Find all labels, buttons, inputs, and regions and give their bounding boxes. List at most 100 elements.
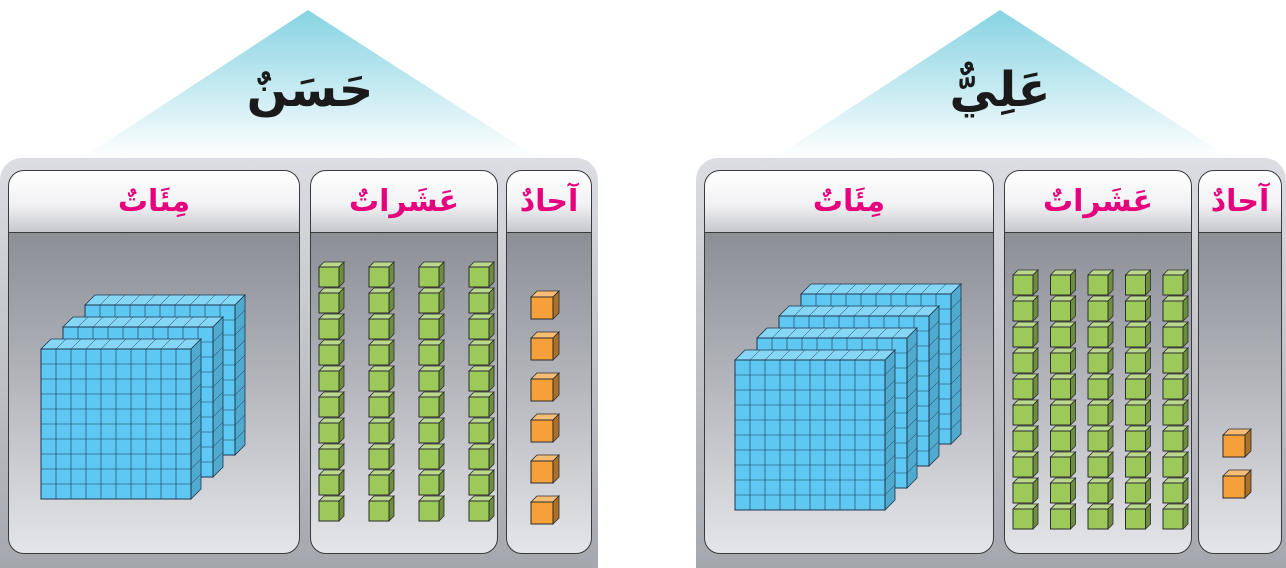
rod-unit xyxy=(369,366,394,391)
one-cube xyxy=(531,332,559,360)
rod-unit xyxy=(1088,478,1113,503)
rod-unit xyxy=(1163,374,1188,399)
hundreds-column: مِئَاتٌ xyxy=(704,170,994,554)
hundred-flat xyxy=(41,339,201,499)
house-hasan: حَسَنٌ مِئَاتٌ عَشَراتٌ آحادٌ xyxy=(0,0,600,568)
one-cube xyxy=(531,496,559,524)
rod-unit xyxy=(469,262,494,287)
rod-unit xyxy=(469,444,494,469)
rod-unit xyxy=(1013,270,1038,295)
rod-unit xyxy=(1126,322,1151,347)
one-cube xyxy=(531,455,559,483)
hundreds-column: مِئَاتٌ xyxy=(8,170,300,554)
rod-unit xyxy=(469,366,494,391)
rod-unit xyxy=(1088,296,1113,321)
ten-rod xyxy=(1051,270,1076,529)
rod-unit xyxy=(1051,426,1076,451)
rod-unit xyxy=(1163,400,1188,425)
tens-blocks xyxy=(1005,171,1192,554)
rod-unit xyxy=(319,288,344,313)
rod-unit xyxy=(369,444,394,469)
one-cube xyxy=(531,414,559,442)
rod-unit xyxy=(1013,296,1038,321)
one-cube xyxy=(531,291,559,319)
ten-rod xyxy=(419,262,444,521)
rod-unit xyxy=(419,262,444,287)
rod-unit xyxy=(1126,270,1151,295)
rod-unit xyxy=(1163,348,1188,373)
rod-unit xyxy=(1088,426,1113,451)
rod-unit xyxy=(1013,478,1038,503)
rod-unit xyxy=(369,288,394,313)
rod-unit xyxy=(1051,348,1076,373)
ten-rod xyxy=(1013,270,1038,529)
house-ali: عَلِيٌّ مِئَاتٌ عَشَراتٌ آحادٌ xyxy=(694,0,1286,568)
rod-unit xyxy=(419,418,444,443)
rod-unit xyxy=(469,470,494,495)
rod-unit xyxy=(1126,348,1151,373)
ones-blocks xyxy=(1199,171,1282,554)
ten-rod xyxy=(1088,270,1113,529)
rod-unit xyxy=(1163,504,1188,529)
rod-unit xyxy=(1126,452,1151,477)
rod-unit xyxy=(369,392,394,417)
tens-column: عَشَراتٌ xyxy=(310,170,498,554)
rod-unit xyxy=(369,314,394,339)
rod-unit xyxy=(1163,426,1188,451)
rod-unit xyxy=(319,262,344,287)
one-cube xyxy=(1223,429,1251,457)
rod-unit xyxy=(319,418,344,443)
ones-blocks xyxy=(507,171,592,554)
rod-unit xyxy=(319,392,344,417)
rod-unit xyxy=(319,496,344,521)
owner-name: حَسَنٌ xyxy=(210,62,410,118)
rod-unit xyxy=(1051,322,1076,347)
rod-unit xyxy=(469,288,494,313)
rod-unit xyxy=(469,314,494,339)
rod-unit xyxy=(1088,400,1113,425)
rod-unit xyxy=(1163,478,1188,503)
ten-rod xyxy=(319,262,344,521)
owner-name: عَلِيٌّ xyxy=(900,62,1100,118)
rod-unit xyxy=(319,470,344,495)
ten-rod xyxy=(369,262,394,521)
hundreds-blocks xyxy=(9,171,300,554)
rod-unit xyxy=(319,340,344,365)
rod-unit xyxy=(319,366,344,391)
rod-unit xyxy=(1088,322,1113,347)
rod-unit xyxy=(1126,374,1151,399)
rod-unit xyxy=(369,496,394,521)
rod-unit xyxy=(1051,478,1076,503)
rod-unit xyxy=(1163,270,1188,295)
rod-unit xyxy=(419,444,444,469)
ten-rod xyxy=(1163,270,1188,529)
rod-unit xyxy=(469,392,494,417)
rod-unit xyxy=(419,288,444,313)
rod-unit xyxy=(1013,400,1038,425)
rod-unit xyxy=(1051,400,1076,425)
rod-unit xyxy=(1163,296,1188,321)
rod-unit xyxy=(1051,374,1076,399)
hundreds-blocks xyxy=(705,171,994,554)
rod-unit xyxy=(1088,270,1113,295)
rod-unit xyxy=(469,340,494,365)
one-cube xyxy=(531,373,559,401)
rod-unit xyxy=(1013,504,1038,529)
ten-rod xyxy=(1126,270,1151,529)
rod-unit xyxy=(369,470,394,495)
tens-column: عَشَراتٌ xyxy=(1004,170,1192,554)
rod-unit xyxy=(1013,374,1038,399)
ones-column: آحادٌ xyxy=(1198,170,1282,554)
rod-unit xyxy=(419,314,444,339)
rod-unit xyxy=(1088,452,1113,477)
rod-unit xyxy=(1051,504,1076,529)
rod-unit xyxy=(419,340,444,365)
rod-unit xyxy=(1126,296,1151,321)
rod-unit xyxy=(1088,374,1113,399)
rod-unit xyxy=(369,418,394,443)
hundred-flat xyxy=(735,350,895,510)
rod-unit xyxy=(1013,322,1038,347)
rod-unit xyxy=(469,418,494,443)
rod-unit xyxy=(1126,504,1151,529)
rod-unit xyxy=(369,340,394,365)
